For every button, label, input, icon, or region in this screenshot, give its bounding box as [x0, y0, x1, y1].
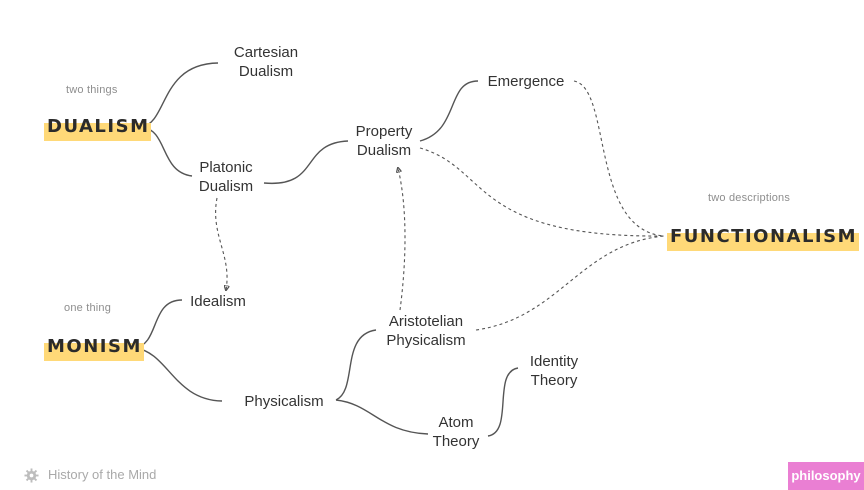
footer-title[interactable]: History of the Mind	[48, 467, 157, 482]
link-emergence-functionalism	[573, 80, 665, 237]
link-dualism-cartesian	[141, 62, 219, 128]
monism-note: one thing	[64, 302, 112, 314]
gear-icon[interactable]	[24, 468, 39, 483]
link-monism-physicalism	[134, 347, 223, 402]
category-tag[interactable]: philosophy	[788, 462, 864, 490]
dualism-note: two things	[66, 84, 118, 96]
link-property-emergence	[419, 80, 479, 142]
node-aristotelian-physicalism: Aristotelian Physicalism	[386, 313, 466, 349]
link-property-functionalism	[419, 147, 665, 237]
link-physicalism-aristotelian	[335, 329, 377, 401]
link-aristotelian-property	[398, 168, 406, 311]
node-emergence: Emergence	[487, 73, 565, 90]
link-physicalism-atom	[335, 399, 429, 435]
node-cartesian-dualism: Cartesian Dualism	[233, 44, 299, 80]
link-platonic-property	[263, 140, 349, 185]
dualism-label: DUALISM	[44, 112, 152, 141]
node-identity-theory: Identity Theory	[529, 353, 579, 389]
node-idealism: Idealism	[190, 293, 246, 310]
node-physicalism: Physicalism	[244, 393, 324, 410]
monism-label: MONISM	[44, 332, 144, 361]
functionalism-label: FUNCTIONALISM	[667, 222, 860, 251]
functionalism-note: two descriptions	[708, 192, 791, 204]
node-atom-theory: Atom Theory	[432, 414, 480, 450]
link-aristotelian-functionalism	[475, 235, 665, 331]
link-atom-identity	[487, 367, 519, 437]
link-platonic-idealism	[215, 197, 227, 290]
node-platonic-dualism: Platonic Dualism	[198, 159, 254, 195]
node-property-dualism: Property Dualism	[355, 123, 413, 159]
